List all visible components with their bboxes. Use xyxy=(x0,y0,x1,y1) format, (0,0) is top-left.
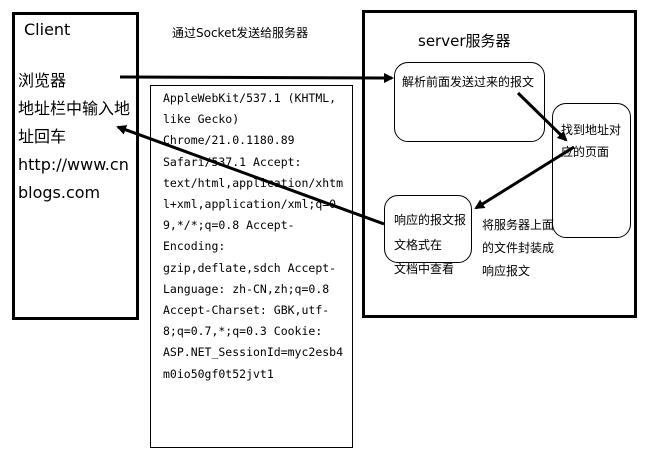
client-line-address: 地址栏中输入地址回车 xyxy=(18,99,131,146)
response-step-label: 响应的报文报文格式在 xyxy=(394,213,467,252)
client-line-url: http://www.cnblogs.com xyxy=(18,155,129,202)
server-title: server服务器 xyxy=(418,32,511,50)
parse-to-find-arrow xyxy=(516,91,568,142)
request-header-box xyxy=(150,85,353,448)
find-to-response-arrow xyxy=(474,145,575,210)
client-line-browser: 浏览器 xyxy=(18,71,67,90)
request-arrow xyxy=(119,72,394,83)
client-box xyxy=(12,12,139,320)
wrap-response-label: 将服务器上面的文件封装成响应报文 xyxy=(482,218,555,278)
server-box xyxy=(362,10,637,318)
parse-step-label: 解析前面发送过来的报文 xyxy=(402,75,535,89)
response-step-box xyxy=(384,195,472,263)
client-steps: 浏览器 地址栏中输入地址回车 http://www.cnblogs.com xyxy=(18,67,136,207)
find-page-step-box xyxy=(552,103,631,238)
parse-step-box xyxy=(394,62,545,142)
client-title: Client xyxy=(24,20,71,39)
request-header-text: AppleWebKit/537.1 (KHTML, like Gecko) Ch… xyxy=(163,91,344,381)
response-arrow xyxy=(116,125,385,226)
view-in-doc-note: 文档中查看 xyxy=(394,262,455,276)
socket-caption: 通过Socket发送给服务器 xyxy=(172,26,309,40)
